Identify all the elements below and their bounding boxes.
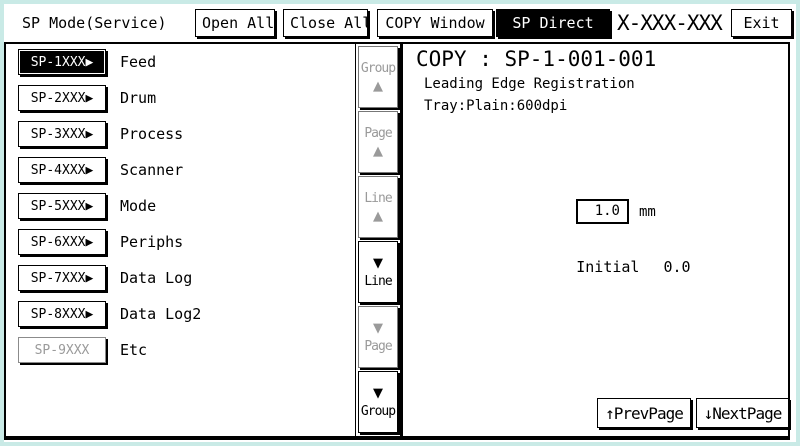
nav-button-label: Page [364,338,392,354]
sp-group-label: Mode [120,197,157,215]
nav-button-label: Line [364,273,392,289]
sp-item-subdescription: Tray:Plain:600dpi [424,98,568,114]
sp-group-label: Process [120,125,184,143]
sidebar-item-data-log2: SP-8XXX▶ Data Log2 [18,301,355,327]
value-unit-label: mm [639,204,656,220]
open-all-button[interactable]: Open All [195,9,275,37]
sidebar-item-scanner: SP-4XXX▶ Scanner [18,157,355,183]
navigation-column: Group ▲ Page ▲ Line ▲ ▼ Line ▼ Page ▼ Gr… [356,44,400,436]
exit-button[interactable]: Exit [731,9,792,37]
sidebar-item-data-log: SP-7XXX▶ Data Log [18,265,355,291]
close-all-button[interactable]: Close All [283,9,371,37]
nav-button-label: Group [360,60,396,76]
sp-8xxx-button[interactable]: SP-8XXX▶ [18,301,106,327]
copy-window-button[interactable]: COPY Window [377,9,493,37]
initial-value-row: Initial 0.0 [504,240,691,294]
sp-group-label: Data Log2 [120,305,202,323]
page-down-button: ▼ Page [358,306,398,368]
up-triangle-icon: ▲ [373,208,383,224]
sp-group-label: Drum [120,89,157,107]
sp-group-label: Scanner [120,161,184,179]
up-triangle-icon: ▲ [373,143,383,159]
sidebar-item-process: SP-3XXX▶ Process [18,121,355,147]
down-triangle-icon: ▼ [373,385,383,401]
down-triangle-icon: ▼ [373,255,383,271]
nav-button-label: Page [364,125,392,141]
sp-group-sidebar: SP-1XXX▶ Feed SP-2XXX▶ Drum SP-3XXX▶ Pro… [6,44,356,436]
sp-5xxx-button[interactable]: SP-5XXX▶ [18,193,106,219]
sp-7xxx-button[interactable]: SP-7XXX▶ [18,265,106,291]
sidebar-item-feed: SP-1XXX▶ Feed [18,49,355,75]
value-input[interactable]: 1.0 [576,199,629,224]
sidebar-item-drum: SP-2XXX▶ Drum [18,85,355,111]
sp-2xxx-button[interactable]: SP-2XXX▶ [18,85,106,111]
sp-item-description: Leading Edge Registration [424,76,635,92]
sidebar-item-mode: SP-5XXX▶ Mode [18,193,355,219]
sp-mode-screen: SP Mode(Service) Open All Close All COPY… [4,4,796,442]
sp-number-display: X-XXX-XXX [617,11,723,35]
top-bar: SP Mode(Service) Open All Close All COPY… [4,4,796,42]
sp-1xxx-button[interactable]: SP-1XXX▶ [18,49,106,75]
group-down-button[interactable]: ▼ Group [358,371,398,433]
group-up-button: Group ▲ [358,46,398,108]
page-up-button: Page ▲ [358,111,398,173]
sidebar-item-periphs: SP-6XXX▶ Periphs [18,229,355,255]
initial-label: Initial [576,258,640,276]
sp-direct-button[interactable]: SP Direct [496,9,610,37]
line-up-button: Line ▲ [358,176,398,238]
sp-detail-panel: COPY : SP-1-001-001 Leading Edge Registr… [400,44,789,436]
window-title: SP Mode(Service) [22,14,167,32]
content-frame: SP-1XXX▶ Feed SP-2XXX▶ Drum SP-3XXX▶ Pro… [4,42,790,440]
nav-button-label: Group [360,403,396,419]
sp-group-label: Data Log [120,269,193,287]
up-triangle-icon: ▲ [373,78,383,94]
sp-group-label: Periphs [120,233,184,251]
line-down-button[interactable]: ▼ Line [358,241,398,303]
sp-group-label: Feed [120,53,157,71]
sp-item-title: COPY : SP-1-001-001 [416,47,657,71]
next-page-button[interactable]: ↓NextPage [696,398,789,428]
initial-value: 0.0 [663,258,691,276]
sp-3xxx-button[interactable]: SP-3XXX▶ [18,121,106,147]
sp-6xxx-button[interactable]: SP-6XXX▶ [18,229,106,255]
nav-button-label: Line [364,190,392,206]
sp-9xxx-button: SP-9XXX [18,337,106,363]
down-triangle-icon: ▼ [373,320,383,336]
prev-page-button[interactable]: ↑PrevPage [597,398,691,428]
sidebar-item-etc: SP-9XXX Etc [18,337,355,363]
sp-group-label: Etc [120,341,148,359]
sp-4xxx-button[interactable]: SP-4XXX▶ [18,157,106,183]
